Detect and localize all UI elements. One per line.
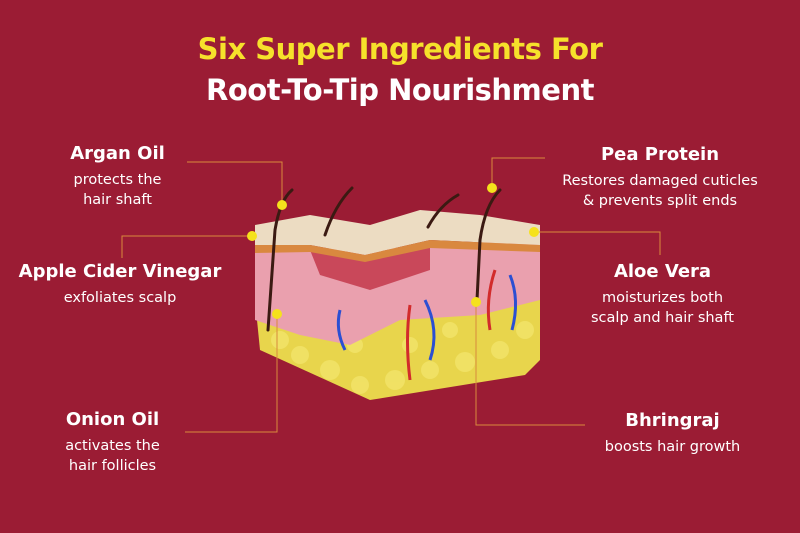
leader-line-acv bbox=[121, 235, 252, 258]
ingredient-pea-protein: Pea Protein Restores damaged cuticles & … bbox=[545, 143, 775, 211]
marker-dot bbox=[272, 309, 282, 319]
marker-dot bbox=[247, 231, 257, 241]
marker-dot bbox=[487, 183, 497, 193]
ingredient-name: Argan Oil bbox=[70, 143, 165, 164]
marker-dot bbox=[529, 227, 539, 237]
ingredient-name: Pea Protein bbox=[600, 144, 720, 165]
ingredient-name: Apple Cider Vinegar bbox=[18, 261, 222, 282]
ingredient-apple-cider-vinegar: Apple Cider Vinegar exfoliates scalp bbox=[5, 260, 235, 308]
ingredient-bhringraj: Bhringraj boosts hair growth bbox=[585, 409, 760, 457]
leader-line-pea bbox=[491, 157, 545, 188]
ingredient-name: Onion Oil bbox=[65, 409, 160, 430]
ingredient-name: Bhringraj bbox=[625, 410, 720, 431]
ingredient-aloe-vera: Aloe Vera moisturizes both scalp and hai… bbox=[580, 260, 745, 328]
ingredient-benefit: boosts hair growth bbox=[604, 439, 741, 455]
ingredient-benefit: activates the hair follicles bbox=[65, 438, 160, 474]
ingredient-benefit: exfoliates scalp bbox=[63, 290, 177, 306]
ingredient-onion-oil: Onion Oil activates the hair follicles bbox=[40, 408, 185, 476]
leader-line-bhringraj bbox=[475, 302, 585, 426]
ingredient-name: Aloe Vera bbox=[613, 261, 712, 282]
leader-line-argan bbox=[187, 161, 283, 205]
ingredient-benefit: moisturizes both scalp and hair shaft bbox=[591, 290, 734, 326]
marker-dot bbox=[277, 200, 287, 210]
marker-dot bbox=[471, 297, 481, 307]
leader-line-onion bbox=[185, 314, 278, 433]
ingredient-benefit: Restores damaged cuticles & prevents spl… bbox=[562, 173, 758, 209]
title-line-2: Root-To-Tip Nourishment bbox=[206, 73, 594, 107]
title-line-1: Six Super Ingredients For bbox=[197, 32, 603, 66]
ingredient-benefit: protects the hair shaft bbox=[73, 172, 162, 208]
leader-line-aloe bbox=[534, 231, 661, 255]
ingredient-argan-oil: Argan Oil protects the hair shaft bbox=[45, 142, 190, 210]
